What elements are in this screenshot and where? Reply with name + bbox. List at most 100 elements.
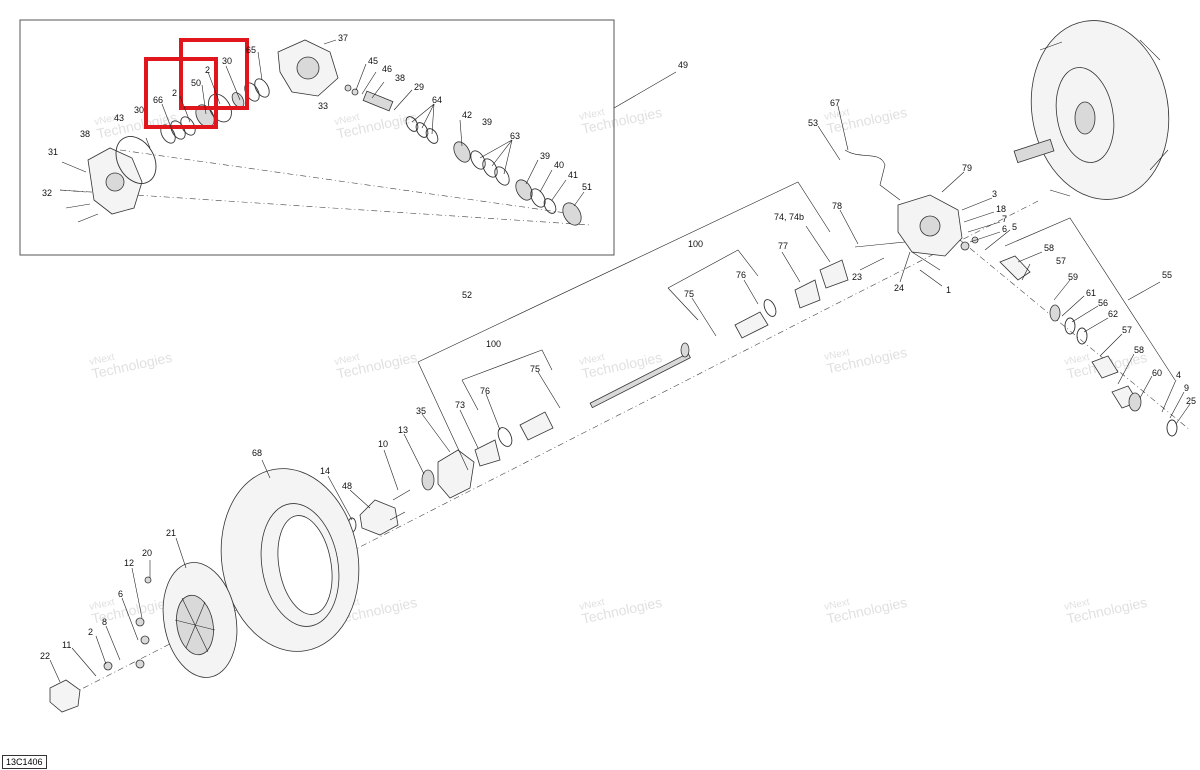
callout-43: 43	[114, 113, 124, 123]
inset-gearbox-parts	[59, 39, 591, 226]
callout-38: 38	[395, 73, 405, 83]
leader-lines	[49, 39, 1191, 683]
wheel-nuts	[103, 576, 152, 671]
callout-63: 63	[510, 131, 520, 141]
callout-24: 24	[894, 283, 904, 293]
highlight-box	[179, 38, 249, 110]
callout-74-74b: 74, 74b	[774, 212, 804, 222]
callout-29: 29	[414, 82, 424, 92]
hub-cap	[49, 679, 81, 713]
callout-53: 53	[808, 118, 818, 128]
rear-axle-joints	[999, 255, 1178, 437]
callout-66: 66	[153, 95, 163, 105]
watermark: vNext Technologies	[88, 349, 173, 382]
callout-67: 67	[830, 98, 840, 108]
callout-12: 12	[124, 558, 134, 568]
callout-61: 61	[1086, 288, 1096, 298]
callout-5: 5	[1012, 222, 1017, 232]
callout-73: 73	[455, 400, 465, 410]
callout-4: 4	[1176, 370, 1181, 380]
knuckle-hub	[347, 449, 475, 536]
callout-2: 2	[205, 65, 210, 75]
callout-3: 3	[992, 189, 997, 199]
callout-1: 1	[946, 285, 951, 295]
callout-59: 59	[1068, 272, 1078, 282]
callout-76: 76	[736, 270, 746, 280]
group-brackets	[417, 71, 1176, 471]
callout-10: 10	[378, 439, 388, 449]
callout-48: 48	[342, 481, 352, 491]
callout-100: 100	[688, 239, 703, 249]
svg-text:vNext: vNext	[88, 597, 116, 613]
rear-axis	[959, 239, 1191, 431]
callout-30: 30	[222, 56, 232, 66]
callout-76: 76	[480, 386, 490, 396]
reference-code: 13C1406	[2, 755, 47, 769]
callout-42: 42	[462, 110, 472, 120]
svg-text:vNext: vNext	[823, 597, 851, 613]
svg-text:vNext: vNext	[88, 352, 116, 368]
callout-6: 6	[118, 589, 123, 599]
callout-49: 49	[678, 60, 688, 70]
svg-text:vNext: vNext	[1063, 352, 1091, 368]
front-wheel-tire	[220, 468, 360, 652]
callout-20: 20	[142, 548, 152, 558]
callout-14: 14	[320, 466, 330, 476]
callout-100: 100	[486, 339, 501, 349]
callout-75: 75	[684, 289, 694, 299]
watermark: vNext Technologies	[333, 349, 418, 382]
callout-77: 77	[778, 241, 788, 251]
callout-30: 30	[134, 105, 144, 115]
watermark: vNext Technologies	[1063, 594, 1148, 627]
callout-52: 52	[462, 290, 472, 300]
callout-25: 25	[1186, 396, 1196, 406]
callout-56: 56	[1098, 298, 1108, 308]
callout-18: 18	[996, 204, 1006, 214]
callout-65: 65	[246, 45, 256, 55]
callout-21: 21	[166, 528, 176, 538]
callout-46: 46	[382, 64, 392, 74]
svg-text:vNext: vNext	[333, 112, 361, 128]
front-wheel-rim	[162, 562, 238, 678]
callout-38: 38	[80, 129, 90, 139]
driveshaft-parts	[474, 259, 849, 467]
callout-2: 2	[88, 627, 93, 637]
watermark: vNext Technologies	[823, 344, 908, 377]
callout-33: 33	[318, 101, 328, 111]
callout-9: 9	[1184, 383, 1189, 393]
callout-13: 13	[398, 425, 408, 435]
rear-wheel-tire	[1013, 20, 1170, 200]
callout-57: 57	[1056, 256, 1066, 266]
callout-51: 51	[582, 182, 592, 192]
callout-55: 55	[1162, 270, 1172, 280]
differential-housing	[844, 149, 979, 271]
callout-68: 68	[252, 448, 262, 458]
callout-31: 31	[48, 147, 58, 157]
callout-58: 58	[1044, 243, 1054, 253]
callout-23: 23	[852, 272, 862, 282]
callout-labels: 37 65 30 2 50 2 66 30 43 38 31 32 45 46 …	[40, 33, 1196, 661]
callout-62: 62	[1108, 309, 1118, 319]
callout-7: 7	[1002, 214, 1007, 224]
callout-60: 60	[1152, 368, 1162, 378]
callout-11: 11	[62, 640, 71, 650]
callout-64: 64	[432, 95, 442, 105]
callout-75: 75	[530, 364, 540, 374]
callout-50: 50	[191, 78, 201, 88]
svg-text:vNext: vNext	[1063, 597, 1091, 613]
callout-37: 37	[338, 33, 348, 43]
callout-6: 6	[1002, 224, 1007, 234]
callout-2: 2	[172, 88, 177, 98]
watermark: vNext Technologies	[823, 594, 908, 627]
watermark: vNext Technologies	[578, 594, 663, 627]
svg-text:vNext: vNext	[578, 107, 606, 123]
callout-39: 39	[540, 151, 550, 161]
callout-35: 35	[416, 406, 426, 416]
callout-57: 57	[1122, 325, 1132, 335]
callout-40: 40	[554, 160, 564, 170]
callout-45: 45	[368, 56, 378, 66]
callout-79: 79	[962, 163, 972, 173]
callout-41: 41	[568, 170, 578, 180]
svg-text:vNext: vNext	[578, 597, 606, 613]
